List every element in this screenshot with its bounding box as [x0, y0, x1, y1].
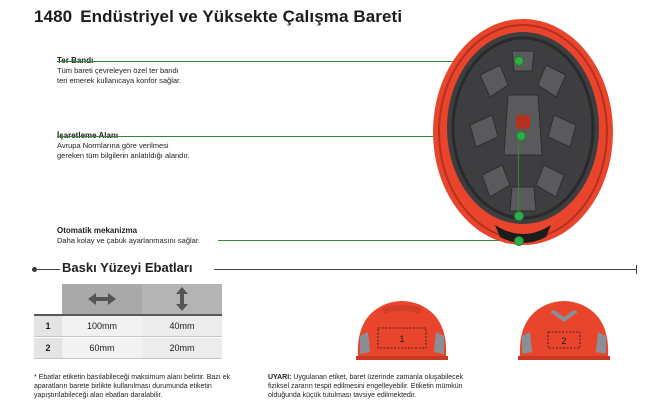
product-number: 1480	[34, 7, 73, 26]
warning-label: UYARI:	[268, 374, 292, 381]
helmet-brim	[356, 356, 448, 360]
table-header-divider	[34, 314, 222, 316]
side-clip	[522, 332, 532, 354]
marking-tag	[516, 115, 530, 129]
callout-title: Ter Bandı	[57, 56, 181, 66]
callout-auto-mechanism: Otomatik mekanizma Daha kolay ve çabuk a…	[57, 226, 200, 246]
row-width: 60mm	[62, 338, 142, 358]
ratchet-knob	[495, 225, 551, 243]
helmet-front-illustration-1: 1	[356, 301, 448, 360]
helmet-brim	[518, 356, 610, 360]
section-title: Baskı Yüzeyi Ebatları	[62, 260, 193, 275]
side-clip	[596, 332, 606, 354]
vertical-arrows-icon	[176, 287, 188, 311]
print-area-label: 2	[561, 336, 566, 346]
row-index: 2	[45, 343, 51, 353]
suspension-cradle	[469, 50, 577, 212]
callout-desc-line: Daha kolay ve çabuk ayarlanmasını sağlar…	[57, 236, 200, 245]
table-row: 1 100mm 40mm	[34, 316, 222, 336]
leader-line	[57, 61, 517, 62]
footnote-line: Uygulanan etiket, baret üzerinde zamanla…	[291, 374, 464, 381]
footnote-warning: UYARI: Uygulanan etiket, baret üzerinde …	[268, 373, 508, 400]
row-height: 40mm	[142, 316, 222, 336]
footnote-line: fiziksel zararın tespit edilmesini engel…	[268, 383, 463, 390]
side-clip	[360, 332, 370, 354]
callout-title: Otomatik mekanizma	[57, 226, 138, 235]
callout-title: İşaretleme Alanı	[57, 131, 190, 141]
callout-desc-line: teri emerek kullanıcaya konfor sağlar.	[57, 76, 182, 85]
leader-line	[218, 240, 517, 241]
print-area-box	[377, 327, 427, 349]
footnote-line: yapıştırılabileceği alan ebatları darala…	[34, 392, 163, 399]
leader-line-vertical	[518, 141, 519, 213]
marker-dot	[514, 236, 524, 246]
horizontal-arrows-icon	[88, 293, 116, 305]
table-header-cell	[62, 284, 142, 314]
callout-desc-line: Tüm bareti çevreleyen özel ter bandı	[57, 66, 179, 75]
helmet-front-illustration-2: 2	[518, 301, 610, 360]
marker-dot	[514, 211, 524, 221]
footnote-line: aparatların barete birlikte kullanılması…	[34, 383, 212, 390]
footnote-left: * Ebatlar etiketin basılabileceği maksim…	[34, 373, 264, 400]
print-area-box	[547, 331, 581, 349]
marker-dot	[516, 131, 526, 141]
marker-dot	[514, 56, 524, 66]
rule-end-cap	[636, 265, 637, 274]
helmet-shell	[357, 301, 447, 356]
callout-desc-line: Avrupa Normlarına göre verilmesi	[57, 141, 169, 150]
helmet-ridge	[382, 305, 422, 314]
helmet-shell	[519, 301, 609, 356]
footnote-line: * Ebatlar etiketin basılabileceği maksim…	[34, 374, 231, 381]
row-index: 1	[45, 321, 51, 331]
vent-chevron	[550, 310, 578, 322]
print-area-label: 1	[399, 334, 404, 344]
product-title: Endüstriyel ve Yüksekte Çalışma Bareti	[80, 7, 403, 26]
table-header-cell	[142, 284, 222, 314]
section-rule-left	[34, 269, 60, 270]
row-height: 20mm	[142, 338, 222, 358]
side-clip	[434, 332, 444, 354]
row-width: 100mm	[62, 316, 142, 336]
leader-line	[57, 136, 519, 137]
callout-desc-line: gereken tüm bilgilerin anlatıldığı aland…	[57, 151, 190, 160]
table-row: 2 60mm 20mm	[34, 338, 222, 358]
section-rule-right	[214, 269, 636, 270]
callout-sweatband: Ter Bandı Tüm bareti çevreleyen özel ter…	[57, 56, 181, 86]
callout-marking-area: İşaretleme Alanı Avrupa Normlarına göre …	[57, 131, 190, 161]
row-divider	[34, 336, 222, 337]
page-title: 1480 Endüstriyel ve Yüksekte Çalışma Bare…	[34, 7, 402, 27]
footnote-line: olduğunda küçük tutulması tavsiye edilme…	[268, 392, 417, 399]
row-divider	[34, 358, 222, 359]
